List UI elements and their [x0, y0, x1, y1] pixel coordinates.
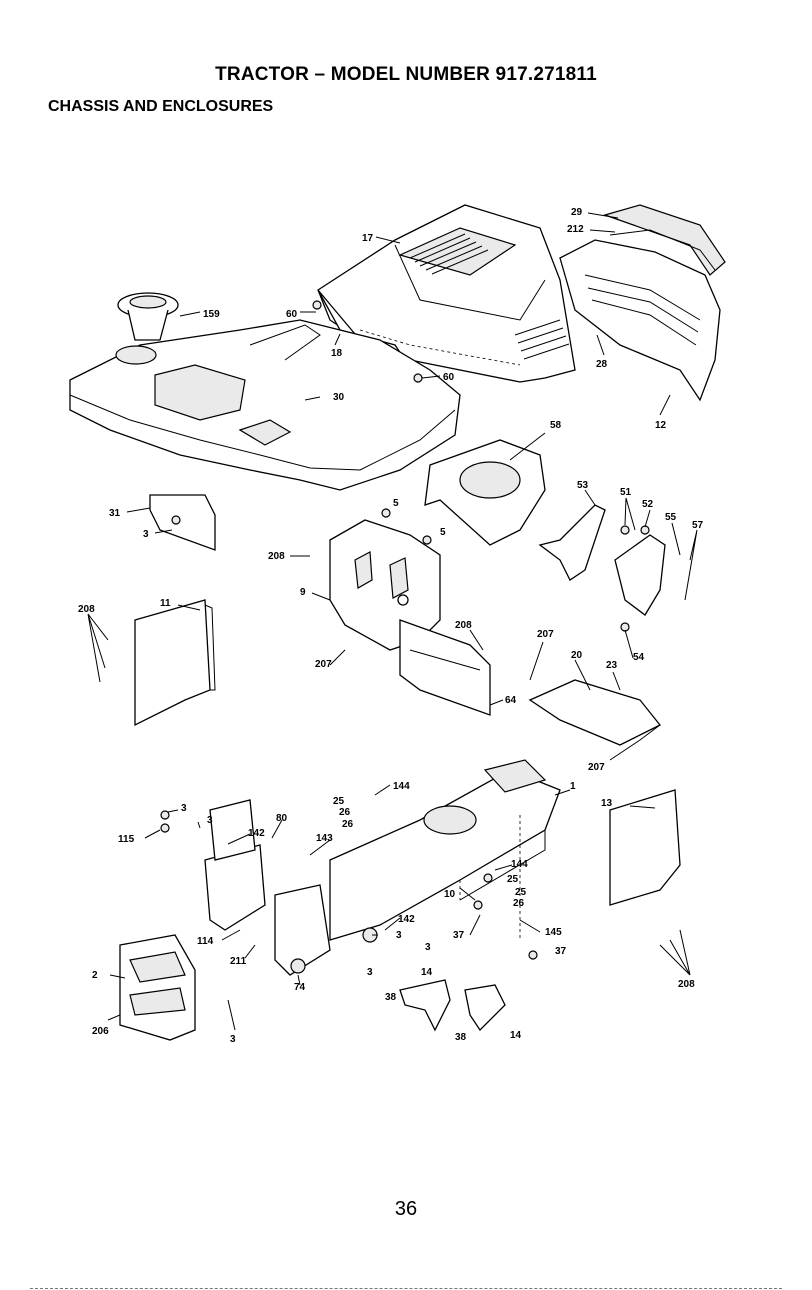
- lift-arm-part: [400, 980, 450, 1030]
- callout-80: 80: [276, 813, 288, 824]
- callout-25-top: 25: [333, 796, 345, 807]
- callout-38-upper: 38: [385, 992, 397, 1003]
- steering-support-part: [330, 520, 490, 715]
- callout-20: 20: [571, 650, 583, 661]
- callout-144-right: 144: [511, 859, 528, 870]
- callout-207-bracket: 207: [537, 629, 554, 640]
- callout-207-steering: 207: [315, 659, 332, 670]
- callout-14-upper: 14: [421, 967, 433, 978]
- callout-208-center: 208: [455, 620, 472, 631]
- callout-143: 143: [316, 833, 333, 844]
- callout-30: 30: [333, 392, 345, 403]
- callout-208-right-panel: 208: [678, 979, 695, 990]
- callout-38-lower: 38: [455, 1032, 467, 1043]
- callout-26-top: 26: [339, 807, 351, 818]
- callout-51: 51: [620, 487, 632, 498]
- callout-115: 115: [118, 834, 135, 845]
- callout-114: 114: [197, 936, 214, 947]
- callout-28: 28: [596, 359, 608, 370]
- callout-3-lower: 3: [367, 967, 373, 978]
- left-side-panel: [135, 600, 210, 725]
- callout-31: 31: [109, 508, 121, 519]
- tie-bracket-part: [615, 535, 665, 615]
- callout-1: 1: [570, 781, 576, 792]
- callout-57: 57: [692, 520, 704, 531]
- callout-3-center-b: 3: [425, 942, 431, 953]
- callout-144-top: 144: [393, 781, 410, 792]
- dash-support-bracket: [150, 495, 215, 550]
- callout-74: 74: [294, 982, 306, 993]
- callout-25-right: 25: [507, 874, 519, 885]
- callout-60-upper: 60: [286, 309, 298, 320]
- callout-18: 18: [331, 348, 343, 359]
- callout-159: 159: [203, 309, 220, 320]
- callout-207-lower: 207: [588, 762, 605, 773]
- callout-17: 17: [362, 233, 374, 244]
- callout-5-right: 5: [440, 527, 446, 538]
- callout-3-center-a: 3: [396, 930, 402, 941]
- callout-3-dash: 3: [143, 529, 149, 540]
- callout-145: 145: [545, 927, 562, 938]
- callout-14-lower: 14: [510, 1030, 522, 1041]
- callout-52: 52: [642, 499, 654, 510]
- callout-26-center: 26: [342, 819, 354, 830]
- callout-5-left: 5: [393, 498, 399, 509]
- lower-bracket-part: [530, 680, 660, 745]
- callout-10: 10: [444, 889, 456, 900]
- callout-29: 29: [571, 207, 583, 218]
- callout-206: 206: [92, 1026, 109, 1037]
- callout-64: 64: [505, 695, 517, 706]
- callout-26-right: 26: [513, 898, 525, 909]
- callout-11: 11: [160, 598, 171, 609]
- link-bracket-part: [465, 985, 505, 1030]
- fuel-cap-part: [118, 293, 178, 340]
- callout-54: 54: [633, 652, 645, 663]
- hitch-bracket-part: [205, 845, 265, 930]
- callout-58: 58: [550, 420, 562, 431]
- grille-part: [560, 205, 725, 400]
- callout-3-rear-a: 3: [181, 803, 187, 814]
- callout-208-left-panel: 208: [78, 604, 95, 615]
- pivot-bracket-part: [540, 505, 605, 580]
- callout-13: 13: [601, 798, 613, 809]
- callout-55: 55: [665, 512, 677, 523]
- callout-142-left: 142: [248, 828, 265, 839]
- rear-panel-part: [120, 935, 195, 1040]
- callout-3-rear-b: 3: [207, 815, 213, 826]
- callout-12: 12: [655, 420, 667, 431]
- callout-208-steering: 208: [268, 551, 285, 562]
- callout-53: 53: [577, 480, 589, 491]
- callout-142-right: 142: [398, 914, 415, 925]
- page-number: 36: [0, 1198, 812, 1221]
- callout-23: 23: [606, 660, 618, 671]
- callout-3-bottom: 3: [230, 1034, 236, 1045]
- callout-9: 9: [300, 587, 306, 598]
- callout-60-lower: 60: [443, 372, 455, 383]
- callout-37-right: 37: [555, 946, 567, 957]
- callout-211: 211: [230, 956, 247, 967]
- callout-2: 2: [92, 970, 98, 981]
- callout-37-left: 37: [453, 930, 465, 941]
- callout-212: 212: [567, 224, 584, 235]
- callout-25-right-b: 25: [515, 887, 527, 898]
